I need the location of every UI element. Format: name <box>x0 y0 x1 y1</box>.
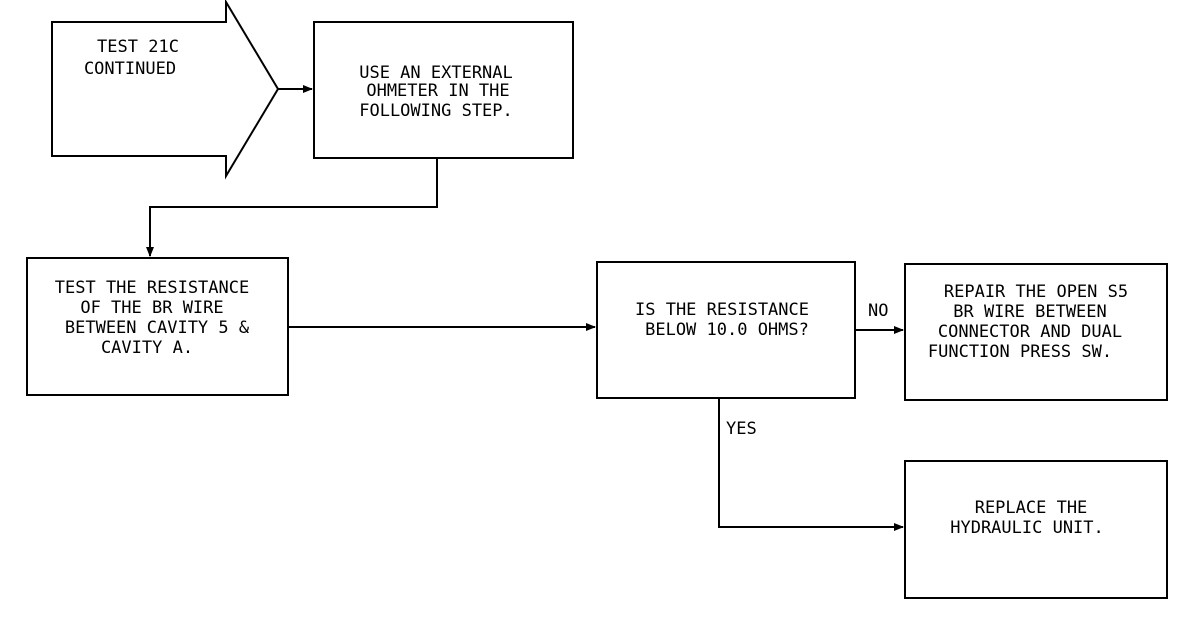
connector-ohmmeter-to-test <box>146 158 438 257</box>
connector-decision-yes <box>718 398 904 531</box>
label-no: NO <box>868 301 888 321</box>
action-repair-line-4: FUNCTION PRESS SW. <box>928 342 1112 362</box>
label-yes: YES <box>726 419 757 439</box>
step-test-line-3: BETWEEN CAVITY 5 & <box>65 318 250 338</box>
action-repair-line-2: BR WIRE BETWEEN <box>953 302 1107 322</box>
entry-arrow-shape: TEST 21C CONTINUED <box>51 0 280 180</box>
step-test-line-1: TEST THE RESISTANCE <box>55 278 249 298</box>
step-test-line-4: CAVITY A. <box>101 338 193 358</box>
action-repair-line-3: CONNECTOR AND DUAL <box>938 322 1122 342</box>
action-replace-line-2: HYDRAULIC UNIT. <box>950 518 1104 538</box>
entry-line-1: TEST 21C <box>97 37 179 57</box>
entry-line-2: CONTINUED <box>84 59 176 79</box>
decision-line-1: IS THE RESISTANCE <box>635 300 809 320</box>
decision-line-2: BELOW 10.0 OHMS? <box>645 320 809 340</box>
step-test-box: TEST THE RESISTANCE OF THE BR WIRE BETWE… <box>26 257 289 396</box>
step-ohmmeter-box: USE AN EXTERNAL OHMETER IN THE FOLLOWING… <box>313 21 574 159</box>
action-repair-line-1: REPAIR THE OPEN S5 <box>944 282 1128 302</box>
step-test-line-2: OF THE BR WIRE <box>80 298 223 318</box>
step-ohmmeter-line-2: OHMETER IN THE <box>366 81 509 101</box>
step-ohmmeter-line-3: FOLLOWING STEP. <box>359 101 513 121</box>
action-replace-line-1: REPLACE THE <box>975 498 1088 518</box>
step-ohmmeter-line-1: USE AN EXTERNAL <box>359 63 513 83</box>
decision-box: IS THE RESISTANCE BELOW 10.0 OHMS? <box>596 261 856 399</box>
action-replace-box: REPLACE THE HYDRAULIC UNIT. <box>904 460 1168 599</box>
action-repair-box: REPAIR THE OPEN S5 BR WIRE BETWEEN CONNE… <box>904 263 1168 401</box>
